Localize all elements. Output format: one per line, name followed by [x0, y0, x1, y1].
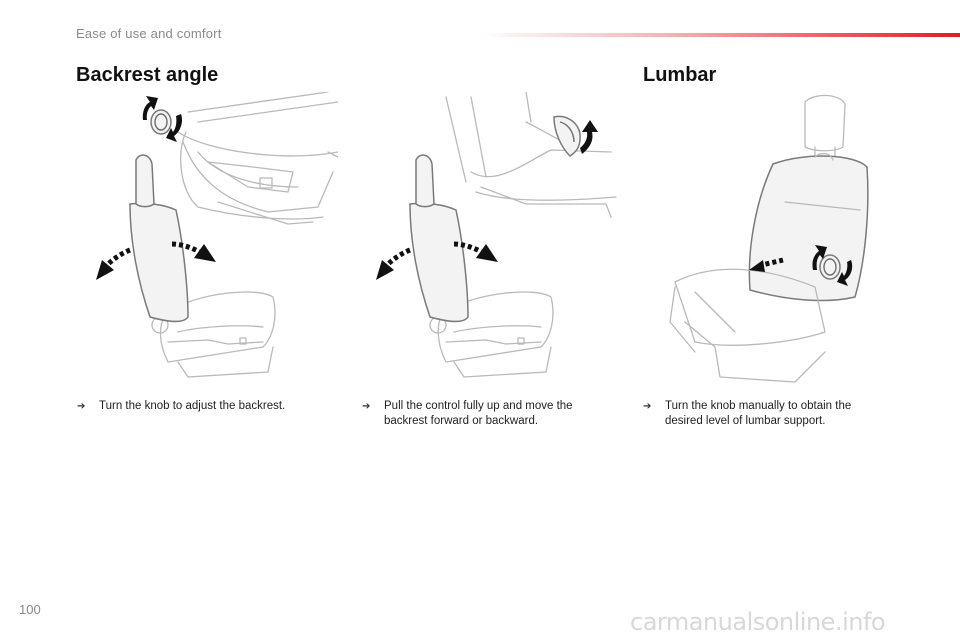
watermark: carmanualsonline.info — [630, 608, 886, 636]
backrest-angle-title: Backrest angle — [76, 64, 219, 86]
instruction-text: Turn the knob to adjust the backrest. — [99, 400, 286, 412]
lumbar-title: Lumbar — [643, 64, 717, 86]
instruction-turn-knob: ➔ Turn the knob to adjust the backrest. — [77, 399, 337, 414]
page-number: 100 — [19, 602, 41, 617]
instruction-text: Pull the control fully up and move the b… — [384, 400, 573, 427]
bullet-arrow-icon: ➔ — [77, 401, 86, 412]
bullet-arrow-icon: ➔ — [643, 401, 652, 412]
seat-lever-illustration — [376, 91, 626, 382]
page-section-header: Ease of use and comfort — [76, 26, 222, 41]
seat-knob-illustration — [88, 91, 339, 382]
header-accent-rule — [480, 33, 960, 37]
bullet-arrow-icon: ➔ — [362, 401, 371, 412]
instruction-pull-control: ➔ Pull the control fully up and move the… — [362, 399, 602, 429]
instruction-lumbar-knob: ➔ Turn the knob manually to obtain the d… — [643, 399, 883, 429]
instruction-text: Turn the knob manually to obtain the des… — [665, 400, 852, 427]
seat-lumbar-illustration — [655, 92, 870, 392]
